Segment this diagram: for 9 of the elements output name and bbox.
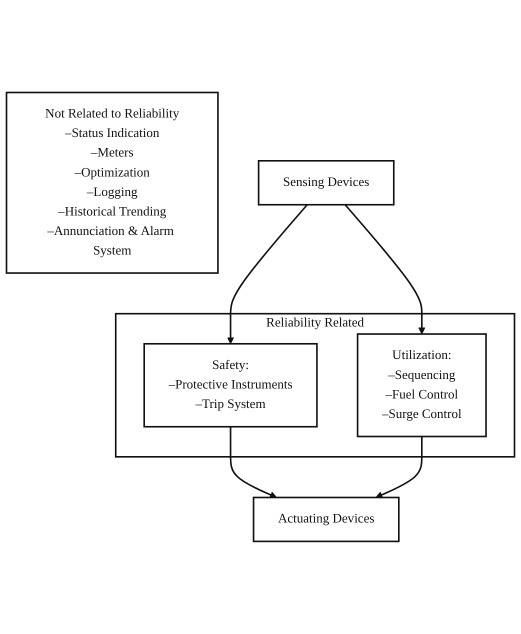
node-box: Actuating Devices [252, 496, 400, 542]
node-box: Sensing Devices [258, 160, 395, 206]
arrow [226, 204, 308, 344]
node-box: Utilization: –Sequencing –Fuel Control –Surge Control [356, 333, 487, 438]
node-box: Safety: –Protective Instruments –Trip System [143, 343, 318, 428]
node-box: Not Related to Reliability –Status Indication –Meters –Optimization –Logging –Historical Trending –Annunciation & Alarm System [6, 92, 219, 274]
arrow [376, 436, 423, 498]
arrow [344, 204, 426, 334]
arrow [230, 426, 277, 498]
